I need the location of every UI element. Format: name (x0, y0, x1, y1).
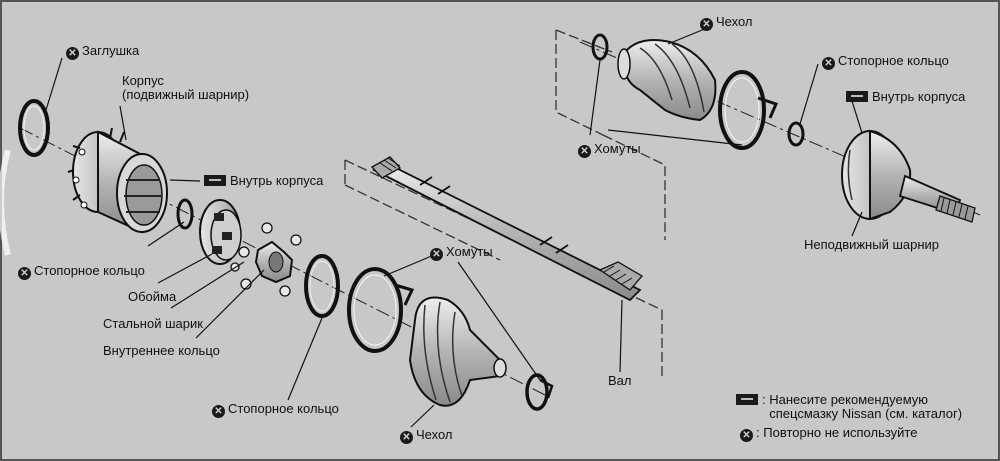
no-reuse-icon: ✕ (578, 145, 591, 158)
label-housing: Корпус (подвижный шарнир) (122, 73, 250, 102)
grease-icon (204, 175, 226, 186)
snap-ring-small-left (176, 198, 194, 230)
snap-ring-top-small (591, 33, 609, 61)
label-snap-ring-left: ✕Стопорное кольцо (18, 264, 145, 280)
label-fixed-joint: Неподвижный шарнир (804, 237, 940, 252)
no-reuse-icon: ✕ (430, 248, 443, 261)
leader-lines (45, 27, 863, 428)
grease-icon (846, 91, 868, 102)
no-reuse-icon: ✕ (740, 429, 753, 442)
label-snap-ring-bottom: ✕Стопорное кольцо (212, 402, 339, 418)
grease-icon (736, 394, 758, 405)
legend-grease: : Нанесите рекомендуемую спецсмазку Niss… (736, 393, 962, 421)
label-boot-bottom: ✕Чехол (400, 428, 453, 444)
label-clamps-middle: ✕Хомуты (430, 245, 493, 261)
no-reuse-icon: ✕ (212, 405, 225, 418)
label-cage: Обойма (128, 289, 177, 304)
no-reuse-icon: ✕ (66, 47, 79, 60)
boot-bottom (408, 296, 507, 407)
no-reuse-icon: ✕ (822, 57, 835, 70)
label-steel-ball: Стальной шарик (103, 316, 203, 331)
label-inner-ring: Внутреннее кольцо (103, 343, 220, 358)
snap-ring-right (787, 121, 805, 147)
label-boot-top: ✕Чехол (700, 15, 753, 31)
fixed-joint (841, 129, 976, 223)
snap-ring-bottom (304, 254, 340, 318)
inner-ring (254, 240, 294, 284)
label-inside-housing-left: Внутрь корпуса (204, 174, 323, 188)
clamp-large-top (718, 70, 779, 150)
label-inside-housing-right: Внутрь корпуса (846, 90, 965, 104)
label-plug: ✕Заглушка (66, 44, 139, 60)
label-clamps-top: ✕Хомуты (578, 142, 641, 158)
boot-top (617, 39, 717, 122)
right-bracket (555, 29, 666, 240)
steel-balls (230, 222, 302, 297)
cage (199, 199, 242, 265)
no-reuse-icon: ✕ (400, 431, 413, 444)
legend-no-reuse: ✕: Повторно не используйте (740, 426, 917, 442)
label-snap-ring-right: ✕Стопорное кольцо (822, 54, 949, 70)
label-shaft: Вал (608, 373, 632, 388)
drive-shaft (370, 156, 644, 302)
housing-sliding-joint (67, 127, 168, 234)
no-reuse-icon: ✕ (700, 18, 713, 31)
no-reuse-icon: ✕ (18, 267, 31, 280)
plug-ring (18, 99, 50, 157)
clamp-large-middle (347, 267, 415, 353)
